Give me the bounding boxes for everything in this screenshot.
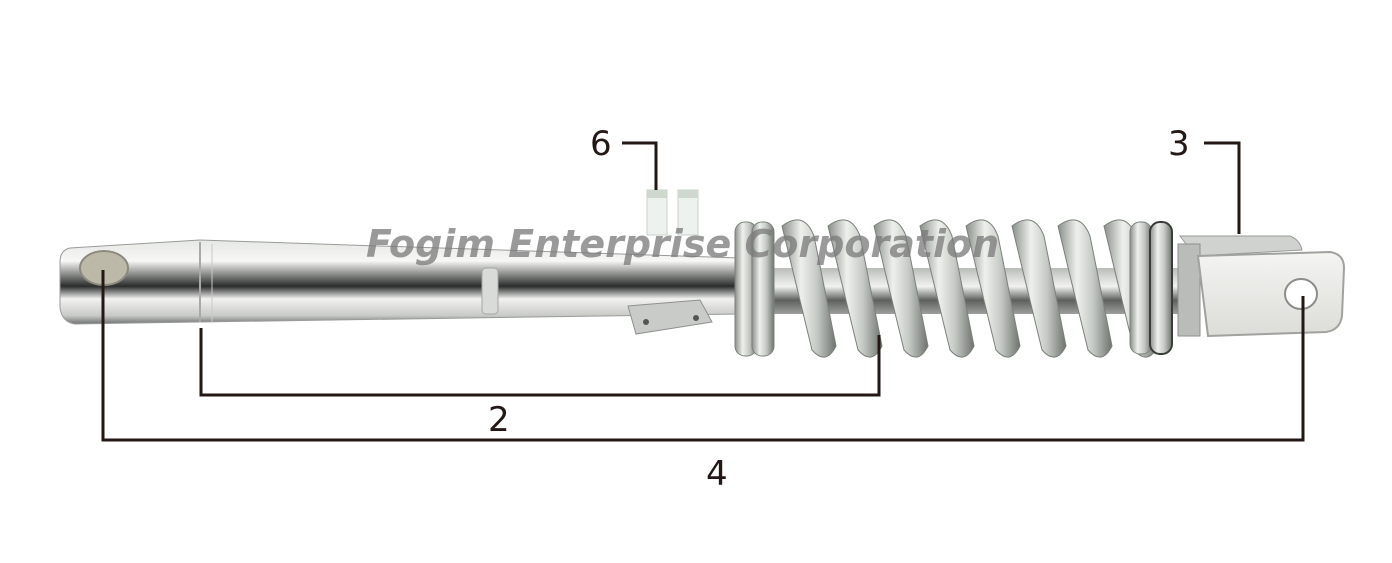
callout-line-3	[1204, 141, 1241, 234]
watermark-text: Fogim Enterprise Corporation	[366, 222, 1000, 266]
outer-tube	[59, 239, 741, 335]
callout-line-4	[101, 270, 1305, 442]
callout-label-2: 2	[488, 400, 510, 440]
mounting-tabs	[646, 189, 699, 236]
callout-label-3: 3	[1168, 124, 1190, 164]
rear-bracket	[1177, 235, 1346, 338]
callout-line-6	[622, 141, 658, 190]
callout-line-2	[199, 328, 881, 397]
callout-lines	[101, 141, 1305, 442]
coil-spring	[734, 219, 1173, 358]
callout-label-4: 4	[706, 454, 728, 494]
callout-label-6: 6	[590, 124, 612, 164]
